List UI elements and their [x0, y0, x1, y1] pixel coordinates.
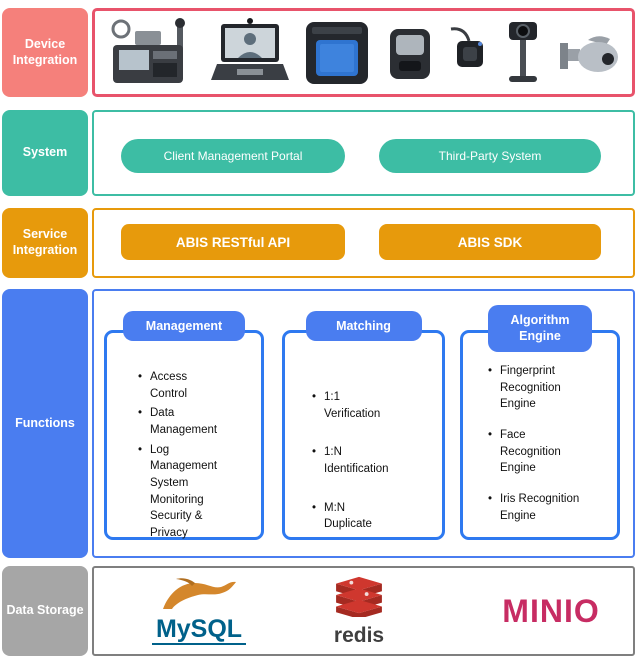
- redis-stack-icon: [330, 575, 388, 622]
- abis-sdk-node: ABIS SDK: [379, 224, 601, 260]
- system-label: System: [2, 110, 88, 196]
- algorithm-engine-body: Fingerprint Recognition Engine Face Reco…: [460, 330, 620, 540]
- function-item: Log Management System Monitoring Securit…: [137, 442, 219, 542]
- matching-header: Matching: [305, 311, 422, 342]
- system-panel: Client Management Portal Third-Party Sys…: [92, 110, 635, 196]
- redis-logo: redis: [304, 572, 414, 650]
- third-party-system-node: Third-Party System: [379, 139, 601, 173]
- palm-fingerprint-reader-icon: [386, 21, 434, 85]
- abis-restful-api-node: ABIS RESTful API: [121, 224, 345, 260]
- function-item: Data Management: [137, 405, 219, 438]
- redis-wordmark: redis: [333, 623, 385, 647]
- function-item: Access Control: [137, 369, 219, 402]
- data-storage-label: Data Storage: [2, 566, 88, 656]
- fingerprint-scanner-icon: [302, 18, 372, 88]
- function-item: Iris Recognition Engine: [487, 491, 582, 524]
- service-integration-label: Service Integration: [2, 208, 88, 278]
- minio-wordmark: MINIO: [502, 592, 600, 629]
- usb-fingerprint-dongle-icon: [447, 23, 487, 83]
- device-integration-panel: [92, 8, 635, 97]
- management-list: Access Control Data Management Log Manag…: [137, 369, 229, 545]
- management-column: Access Control Data Management Log Manag…: [104, 291, 264, 556]
- minio-logo: MINIO: [476, 572, 626, 650]
- data-storage-panel: MySQL redis MINIO: [92, 566, 635, 656]
- mysql-dolphin-icon: [159, 577, 239, 616]
- function-item: Fingerprint Recognition Engine: [487, 363, 582, 413]
- client-management-portal-node: Client Management Portal: [121, 139, 345, 173]
- algorithm-engine-column: Fingerprint Recognition Engine Face Reco…: [460, 291, 620, 556]
- algorithm-engine-header: Algorithm Engine: [488, 305, 592, 352]
- function-item: 1:1 Verification: [311, 389, 393, 422]
- matching-column: 1:1 Verification 1:N Identification M:N …: [282, 291, 445, 556]
- function-item: Face Recognition Engine: [487, 427, 582, 477]
- matching-body: 1:1 Verification 1:N Identification M:N …: [282, 330, 445, 540]
- management-body: Access Control Data Management Log Manag…: [104, 330, 264, 540]
- face-capture-station-icon: [210, 17, 289, 89]
- management-header: Management: [123, 311, 245, 342]
- device-integration-label: Device Integration: [2, 8, 88, 97]
- desktop-camera-icon: [501, 18, 545, 88]
- portable-biometric-kit-icon: [107, 17, 197, 89]
- service-integration-panel: ABIS RESTful API ABIS SDK: [92, 208, 635, 278]
- mysql-wordmark: MySQL: [151, 616, 247, 646]
- function-item: 1:N Identification: [311, 444, 393, 477]
- function-item: M:N Duplicate: [311, 500, 393, 533]
- speed-dome-camera-icon: [558, 25, 620, 81]
- functions-label: Functions: [2, 289, 88, 558]
- mysql-logo: MySQL: [134, 572, 264, 650]
- matching-list: 1:1 Verification 1:N Identification M:N …: [311, 389, 403, 555]
- algorithm-engine-list: Fingerprint Recognition Engine Face Reco…: [487, 363, 595, 538]
- functions-panel: Access Control Data Management Log Manag…: [92, 289, 635, 558]
